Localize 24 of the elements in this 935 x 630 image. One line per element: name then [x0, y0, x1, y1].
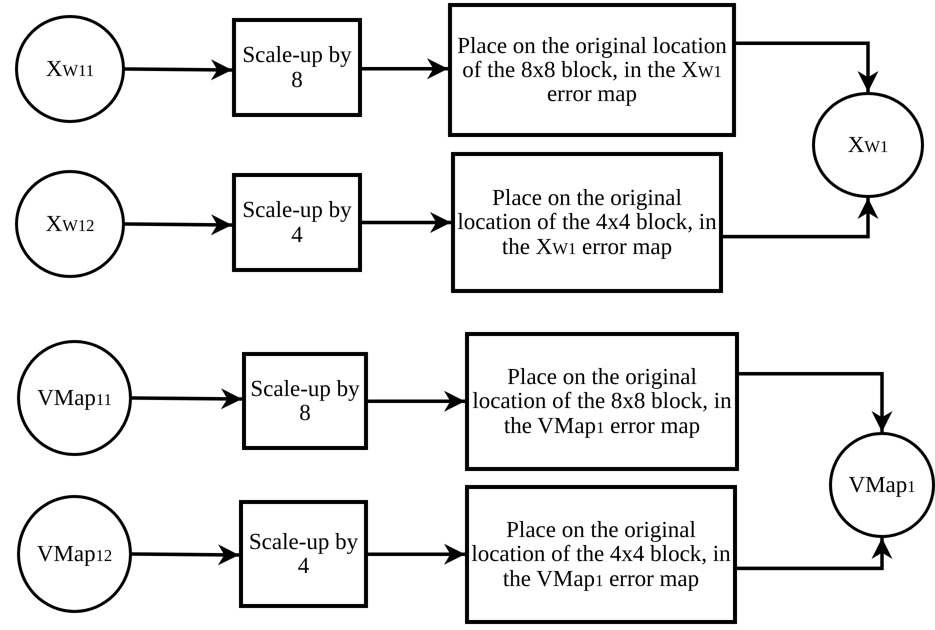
arrow	[368, 390, 465, 412]
arrow	[362, 58, 448, 80]
arrow	[132, 388, 242, 410]
arrow	[723, 198, 878, 238]
arrow	[737, 538, 892, 570]
process-box	[465, 485, 737, 624]
process-box	[242, 352, 368, 450]
arrow	[132, 544, 240, 566]
process-box	[239, 500, 368, 608]
process-box	[232, 173, 362, 272]
arrow	[124, 214, 232, 236]
box-text: Scale-up by 8	[241, 43, 353, 92]
box-text: Scale-up by 4	[241, 198, 353, 247]
box-text: Scale-up by 8	[249, 376, 361, 426]
process-box	[448, 3, 736, 137]
box-text: Scale-up by 4	[248, 530, 360, 578]
process-box	[451, 152, 723, 293]
arrow	[362, 212, 451, 233]
arrow	[368, 544, 465, 565]
process-box	[465, 332, 739, 471]
process-box	[232, 18, 362, 117]
arrow	[739, 372, 892, 432]
arrow	[736, 41, 878, 92]
arrow	[124, 59, 232, 80]
